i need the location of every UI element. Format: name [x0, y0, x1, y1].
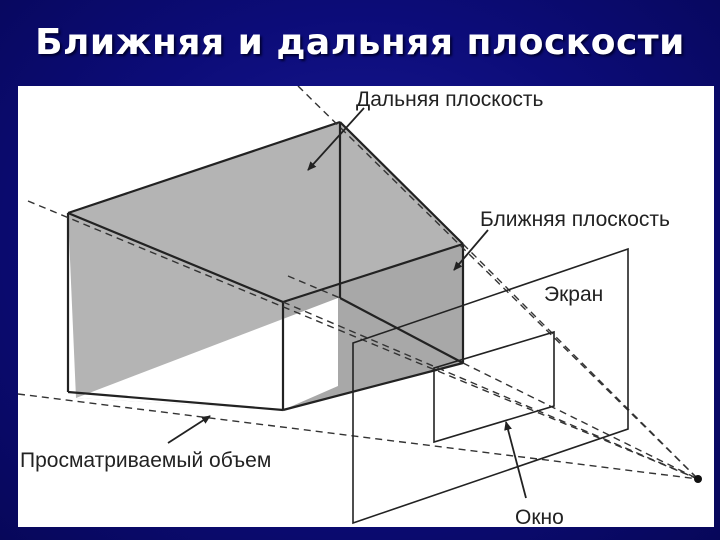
far-plane-label: Дальняя плоскость — [356, 88, 544, 111]
near-plane-label: Ближняя плоскость — [480, 208, 670, 231]
viewing-volume-label: Просматриваемый объем — [20, 449, 271, 472]
screen-plane — [352, 247, 629, 525]
slide-title: Ближняя и дальняя плоскости — [35, 22, 685, 63]
screen-label: Экран — [544, 283, 603, 306]
viewing-volume-diagram: Дальняя плоскость Ближняя плоскость Экра… — [18, 86, 702, 527]
viewing-volume-bottom — [76, 298, 338, 410]
window-rect — [433, 330, 555, 444]
diagram-figure: Дальняя плоскость Ближняя плоскость Экра… — [18, 86, 714, 527]
label-arrows — [167, 107, 527, 499]
eye-point — [694, 475, 702, 483]
viewing-volume-edges — [66, 120, 465, 412]
far-plane — [68, 122, 463, 410]
window-label: Окно — [515, 506, 564, 527]
